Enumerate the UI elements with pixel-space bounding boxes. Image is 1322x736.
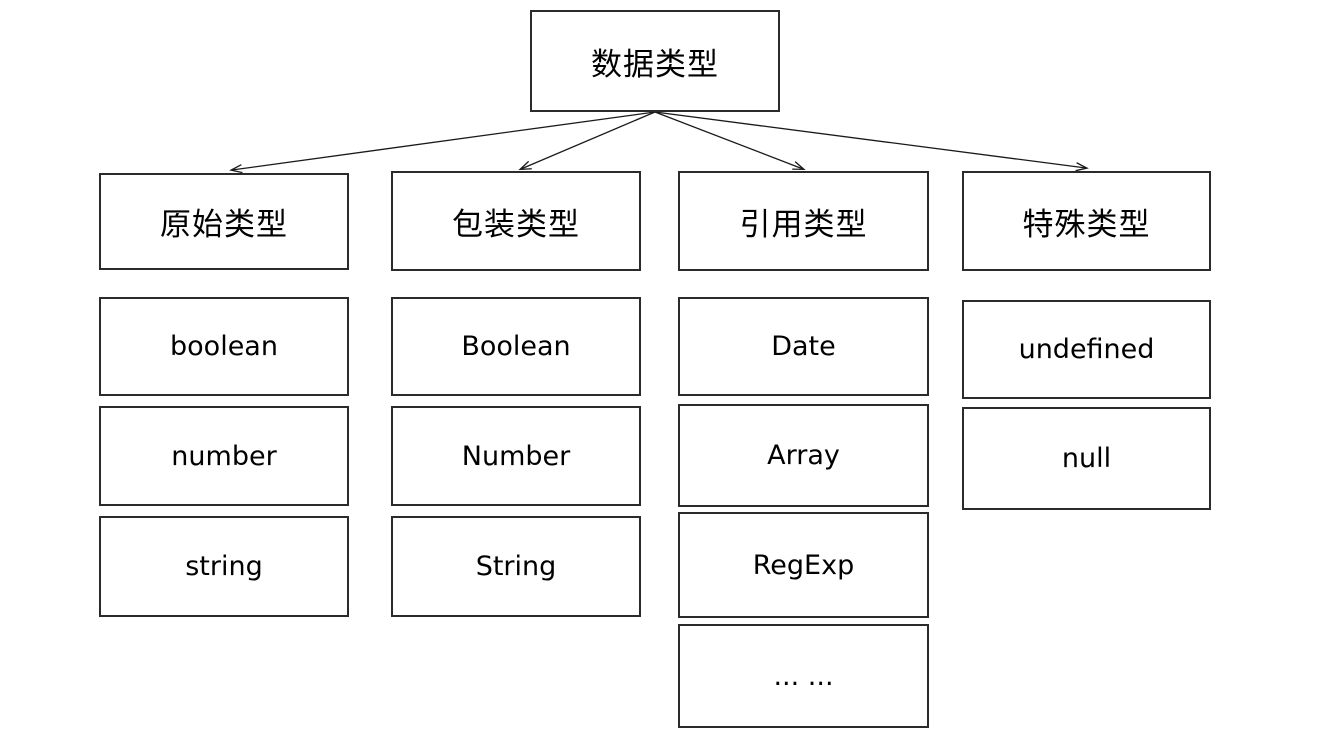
type-node-label: RegExp <box>752 549 855 581</box>
type-node-label: null <box>1061 443 1112 474</box>
category-node-wrapper[interactable]: 包装类型 <box>391 171 641 271</box>
category-node-reference[interactable]: 引用类型 <box>678 171 929 271</box>
arrow-to-primitive <box>229 111 656 174</box>
arrow-to-wrapper <box>518 111 656 171</box>
root-node-data-type[interactable]: 数据类型 <box>530 10 780 112</box>
type-node-label: String <box>475 551 557 582</box>
root-node-label: 数据类型 <box>591 46 719 83</box>
type-node-string-wrapper[interactable]: String <box>391 516 641 617</box>
type-node-label: Array <box>767 440 840 471</box>
type-node-boolean-wrapper[interactable]: Boolean <box>391 297 641 396</box>
type-node-boolean[interactable]: boolean <box>99 297 349 396</box>
type-node-number-wrapper[interactable]: Number <box>391 406 641 506</box>
category-label: 包装类型 <box>452 206 580 243</box>
arrow-to-special <box>654 111 1089 172</box>
type-node-label: ... ... <box>773 660 834 692</box>
category-label: 原始类型 <box>160 207 288 243</box>
type-node-label: boolean <box>170 331 278 362</box>
type-node-string[interactable]: string <box>99 516 349 617</box>
type-node-number[interactable]: number <box>99 406 349 506</box>
type-node-date[interactable]: Date <box>678 297 929 396</box>
type-node-label: Date <box>771 331 836 362</box>
type-node-null[interactable]: null <box>962 407 1211 510</box>
type-node-label: number <box>171 440 277 472</box>
category-node-primitive[interactable]: 原始类型 <box>99 173 349 270</box>
type-node-regexp[interactable]: RegExp <box>678 512 929 618</box>
category-label: 引用类型 <box>739 206 868 243</box>
type-node-undefined[interactable]: undefined <box>962 300 1211 399</box>
type-node-label: Number <box>461 440 571 472</box>
type-node-array[interactable]: Array <box>678 404 929 507</box>
category-node-special[interactable]: 特殊类型 <box>962 171 1211 271</box>
type-node-ellipsis[interactable]: ... ... <box>678 624 929 728</box>
arrow-to-reference <box>654 111 806 171</box>
type-node-label: string <box>185 551 263 582</box>
category-label: 特殊类型 <box>1022 206 1151 243</box>
type-node-label: Boolean <box>461 331 571 362</box>
type-node-label: undefined <box>1018 334 1155 365</box>
